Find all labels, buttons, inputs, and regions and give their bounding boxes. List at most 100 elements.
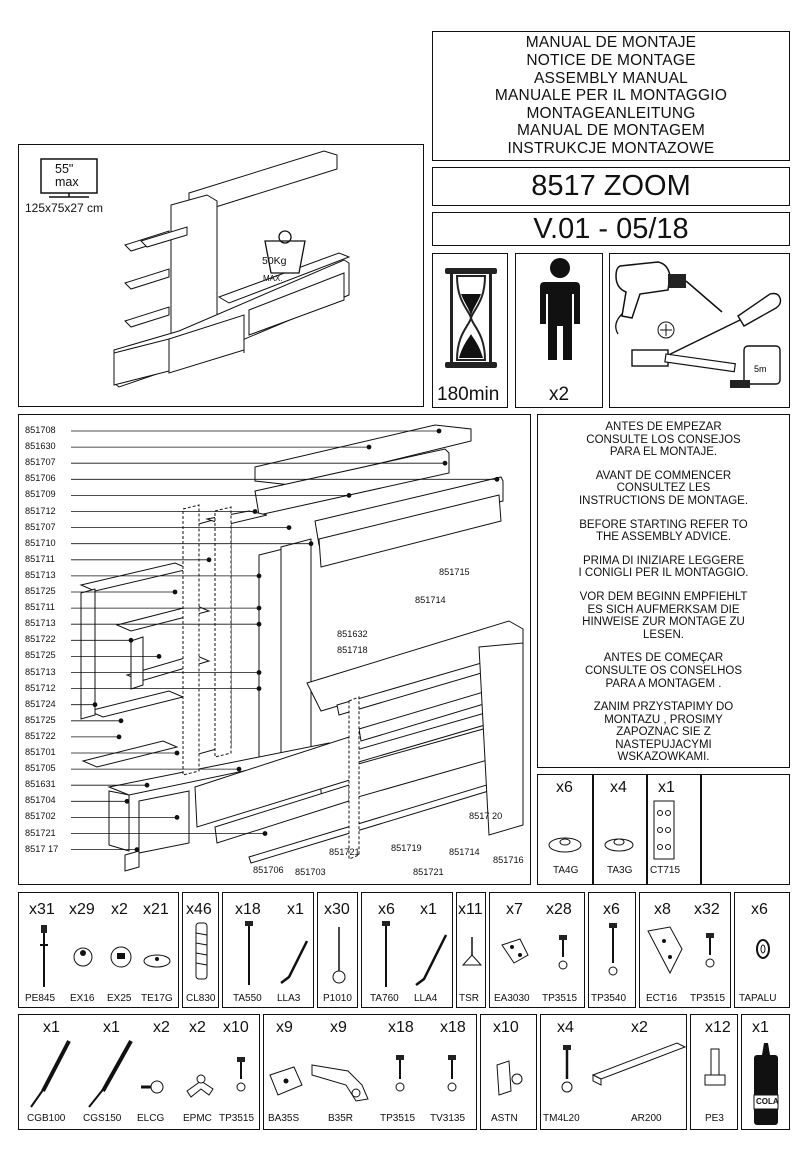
hardware-TE17G: x21 TE17G [137,893,180,1009]
hardware-AR200: x2 AR200 [589,1015,688,1131]
hardware-EX25: x2 EX25 [101,893,137,1009]
dowel-icon [195,922,208,980]
part-label-left: 851630 [25,441,56,452]
leader-dot [308,541,314,547]
hardware-CL830: x46 CL830 [182,892,219,1008]
hardware-group-ar200: x4 TM4L20 x2 AR200 [540,1014,687,1130]
hardware-TP3515-c: x10 TP3515 [219,1015,261,1131]
measuring-tape-icon: 5m [730,345,781,388]
part-label-left: 851712 [25,505,56,516]
allen-key-icon [415,934,448,986]
hardware-PE845: x31 PE845 [19,893,61,1009]
weight-icon [264,230,306,274]
leader-dot [144,782,150,788]
weight-limit: 50Kg [262,255,287,267]
hardware-EPMC: x2 EPMC [179,1015,223,1131]
hardware-LLA4: x1 LLA4 [410,893,454,1009]
part-label-left: 851704 [25,795,56,806]
gas-strut-icon [88,1040,133,1108]
leader-dot [134,847,140,853]
cap-sheet-icon [653,800,675,860]
hardware-TM4L20: x4 TM4L20 [541,1015,589,1131]
allen-key-icon [280,940,309,984]
part-label-left: 851711 [25,553,55,564]
hardware-ECT16: x8 ECT16 [640,893,688,1009]
hardware-group-hinge: x9 BA35S x9 B35R x18 TP3515 x18 TV3135 [263,1014,477,1130]
hinge-plate-icon [269,1066,303,1096]
part-label-left: 851709 [25,489,56,500]
part-label-left: 851713 [25,618,56,629]
part-label-left: 851724 [25,698,56,709]
screw-icon [447,1055,457,1092]
screw-icon [245,921,253,985]
assembly-time: 180min [437,384,500,405]
wall-anchor-icon [496,1060,523,1096]
persons-box: x2 [515,253,603,408]
glide-icon [461,937,483,966]
part-851721-bottom: 851721 [413,867,444,877]
hardware-EA3030: x7 EA3030 [490,893,540,1009]
leader-lines [71,428,500,853]
leader-dot [436,428,442,434]
leader-dot [252,509,258,514]
persons-count: x2 [549,384,570,405]
leader-dot [366,444,372,450]
long-screw-icon [608,923,618,976]
leader-dot [206,557,212,563]
part-label-left: 851722 [25,730,56,741]
leader-dot [256,621,262,627]
furniture-overview-drawing [113,150,351,388]
long-screw-icon [382,921,390,987]
glue-bottle-icon [753,1043,779,1125]
part-label-left: 851713 [25,569,56,580]
corner-bracket-icon [647,926,683,975]
part-label-left: 851711 [25,602,55,613]
hardware-TSR: x11 TSR [456,892,486,1008]
manual-title-block: MANUAL DE MONTAJE NOTICE DE MONTAGE ASSE… [432,31,790,161]
glue-label: COLA [756,1097,779,1106]
part-label-left: 851713 [25,666,56,677]
screwdriver-icon [649,292,782,365]
tools-box: 5m [609,253,790,408]
part-851719: 851719 [391,843,422,853]
leader-dot [262,831,268,836]
hardware-group-ta760: x6 TA760 x1 LLA4 [361,892,453,1008]
leader-dot [256,573,262,579]
hardware-TA3G: x4 TA3G [592,775,646,886]
hardware-CGB100: x1 CGB100 [19,1015,73,1131]
hardware-EX16: x29 EX16 [61,893,101,1009]
exploded-furniture-drawing [71,424,524,872]
short-screw-icon [558,935,568,970]
part-label-left: 851710 [25,537,56,548]
version-label: V.01 - 05/18 [432,212,790,246]
cam-lock-large-icon [110,946,132,968]
drill-icon [615,261,723,335]
angle-bracket-icon [501,938,529,964]
leader-dot [236,766,242,772]
part-label-left: 851725 [25,714,56,725]
part-label-left: 851707 [25,457,56,468]
part-851714-top: 851714 [415,595,446,605]
hardware-TP3515-d: x18 TP3515 [378,1015,428,1131]
hardware-B35R: x9 B35R [308,1015,378,1131]
hardware-TP3515-b: x32 TP3515 [688,893,732,1009]
part-label-left: 851708 [25,425,56,435]
screw-cap-icon [548,837,582,853]
hinge-icon [311,1064,369,1102]
washer-icon [756,939,770,959]
part-851715: 851715 [439,567,470,577]
cover-cap-icon [143,954,171,968]
screw-cap-icon [604,838,634,852]
leader-dot [174,750,180,756]
hardware-group-gas-strut: x1 CGB100 x1 CGS150 x2 ELCG x2 EPMC x10 … [18,1014,260,1130]
leader-dot [92,702,98,708]
part-label-left: 851702 [25,811,56,822]
strut-fitting-icon [141,1080,164,1094]
title-de: MONTAGEANLEITUNG [526,104,696,122]
tv-size: 55" [55,162,74,176]
hardware-LLA3: x1 LLA3 [273,893,315,1009]
